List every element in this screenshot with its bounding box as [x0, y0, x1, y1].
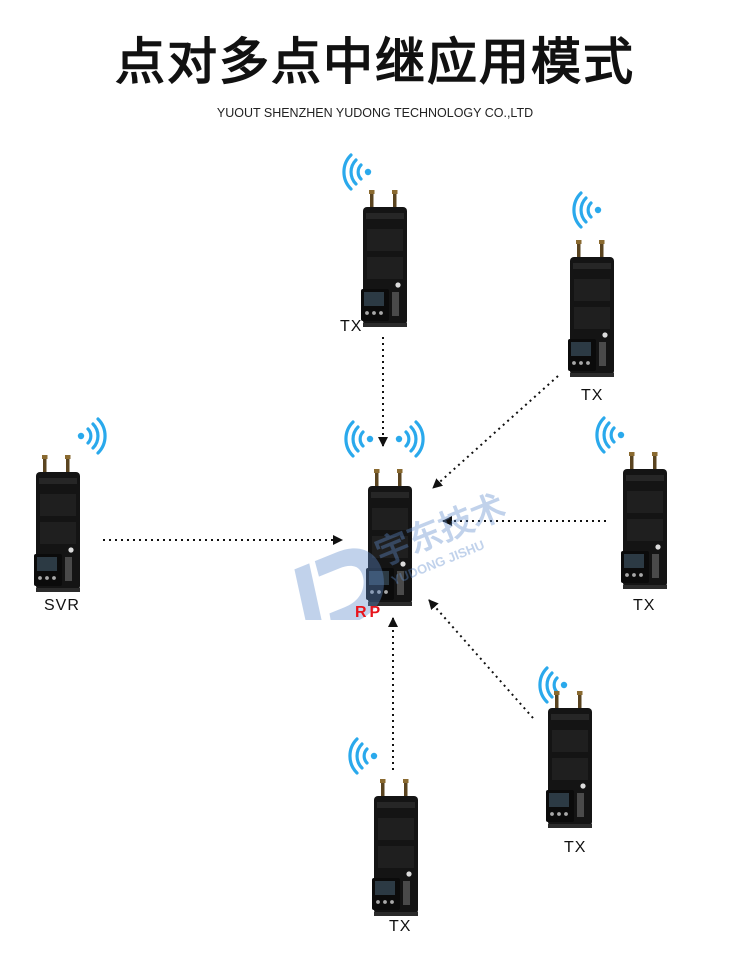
wifi-signal-icon — [76, 417, 107, 455]
page-title: 点对多点中继应用模式 — [115, 33, 635, 91]
tx-top-device-icon — [361, 190, 407, 327]
connection-arrows — [103, 337, 606, 770]
tx-upper-right-device-icon — [568, 240, 614, 377]
arrow-tx-lower-right-to-rp — [428, 599, 534, 719]
wifi-signal-icon — [595, 416, 626, 454]
company-subtitle: YUOUT SHENZHEN YUDONG TECHNOLOGY CO.,LTD — [216, 106, 534, 120]
tx-upper-right-label: TX — [581, 387, 604, 404]
wifi-signal-icon — [394, 420, 425, 458]
tx-right-device-icon — [621, 452, 667, 589]
tx-bottom-label: TX — [389, 918, 412, 935]
wifi-signal-icon — [342, 153, 373, 191]
svr-device-icon — [34, 455, 80, 592]
wifi-signal-icon — [538, 666, 569, 704]
yudong-watermark-logo: 宇东技术 YUDONG JISHU — [294, 487, 511, 620]
wireless-signals — [76, 153, 626, 775]
tx-lower-right-label: TX — [564, 839, 587, 856]
tx-bottom-device-icon — [372, 779, 418, 916]
tx-right-label: TX — [633, 597, 656, 614]
svr-label: SVR — [44, 597, 80, 614]
wifi-signal-icon — [344, 420, 375, 458]
arrow-tx-upper-right-to-rp — [432, 375, 559, 489]
wifi-signal-icon — [572, 191, 603, 229]
tx-top-label: TX — [340, 318, 363, 335]
rp-label: RP — [355, 604, 384, 621]
wifi-signal-icon — [348, 737, 379, 775]
tx-lower-right-device-icon — [546, 691, 592, 828]
